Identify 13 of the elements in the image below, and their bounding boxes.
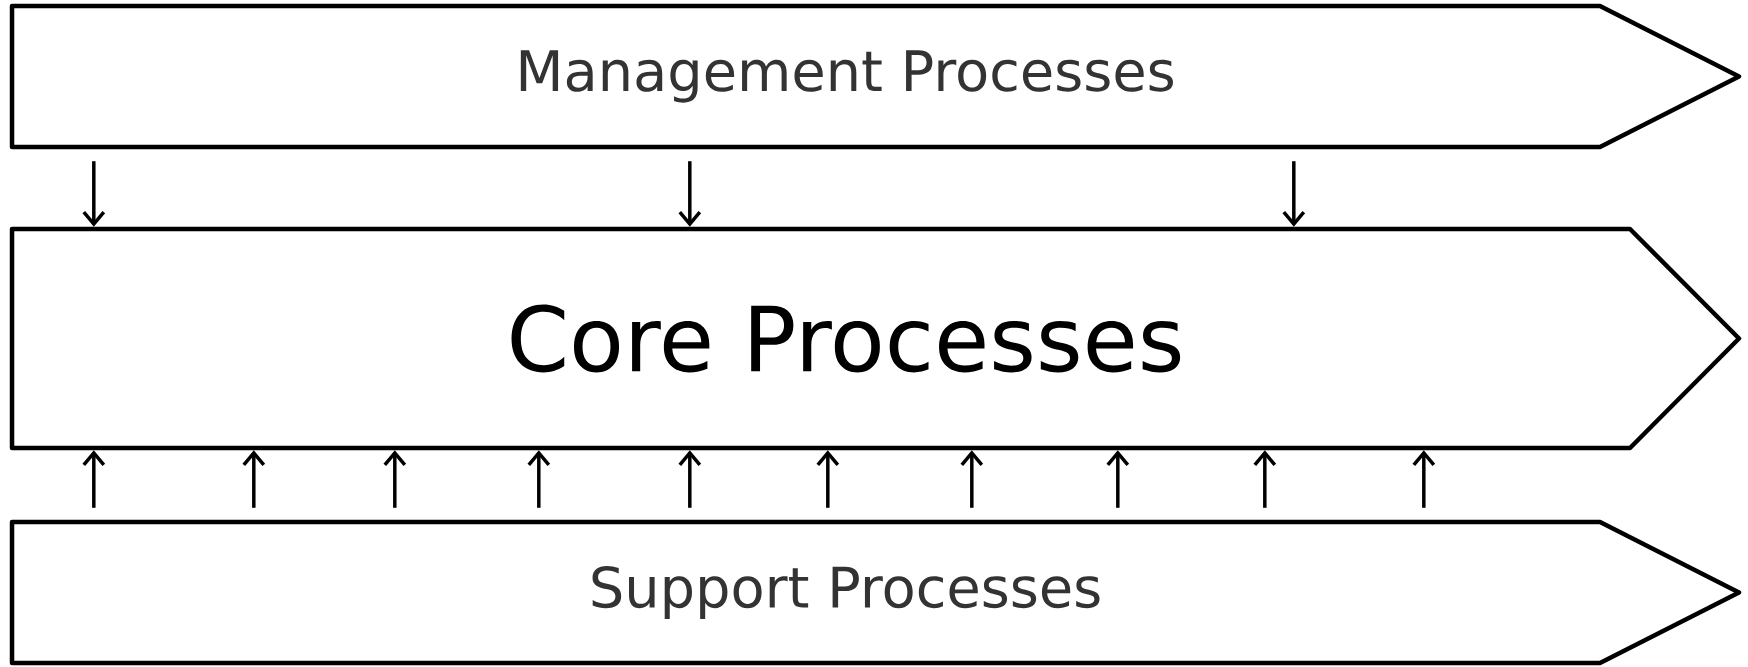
arrow — [383, 450, 407, 508]
arrow — [242, 450, 266, 508]
arrow — [1282, 161, 1306, 227]
arrow — [678, 161, 702, 227]
arrow — [960, 450, 984, 508]
arrow — [1253, 450, 1277, 508]
arrow — [1412, 450, 1436, 508]
arrow — [1106, 450, 1130, 508]
arrow — [527, 450, 551, 508]
arrow — [82, 450, 106, 508]
arrow — [678, 450, 702, 508]
arrow — [82, 161, 106, 227]
arrow — [816, 450, 840, 508]
